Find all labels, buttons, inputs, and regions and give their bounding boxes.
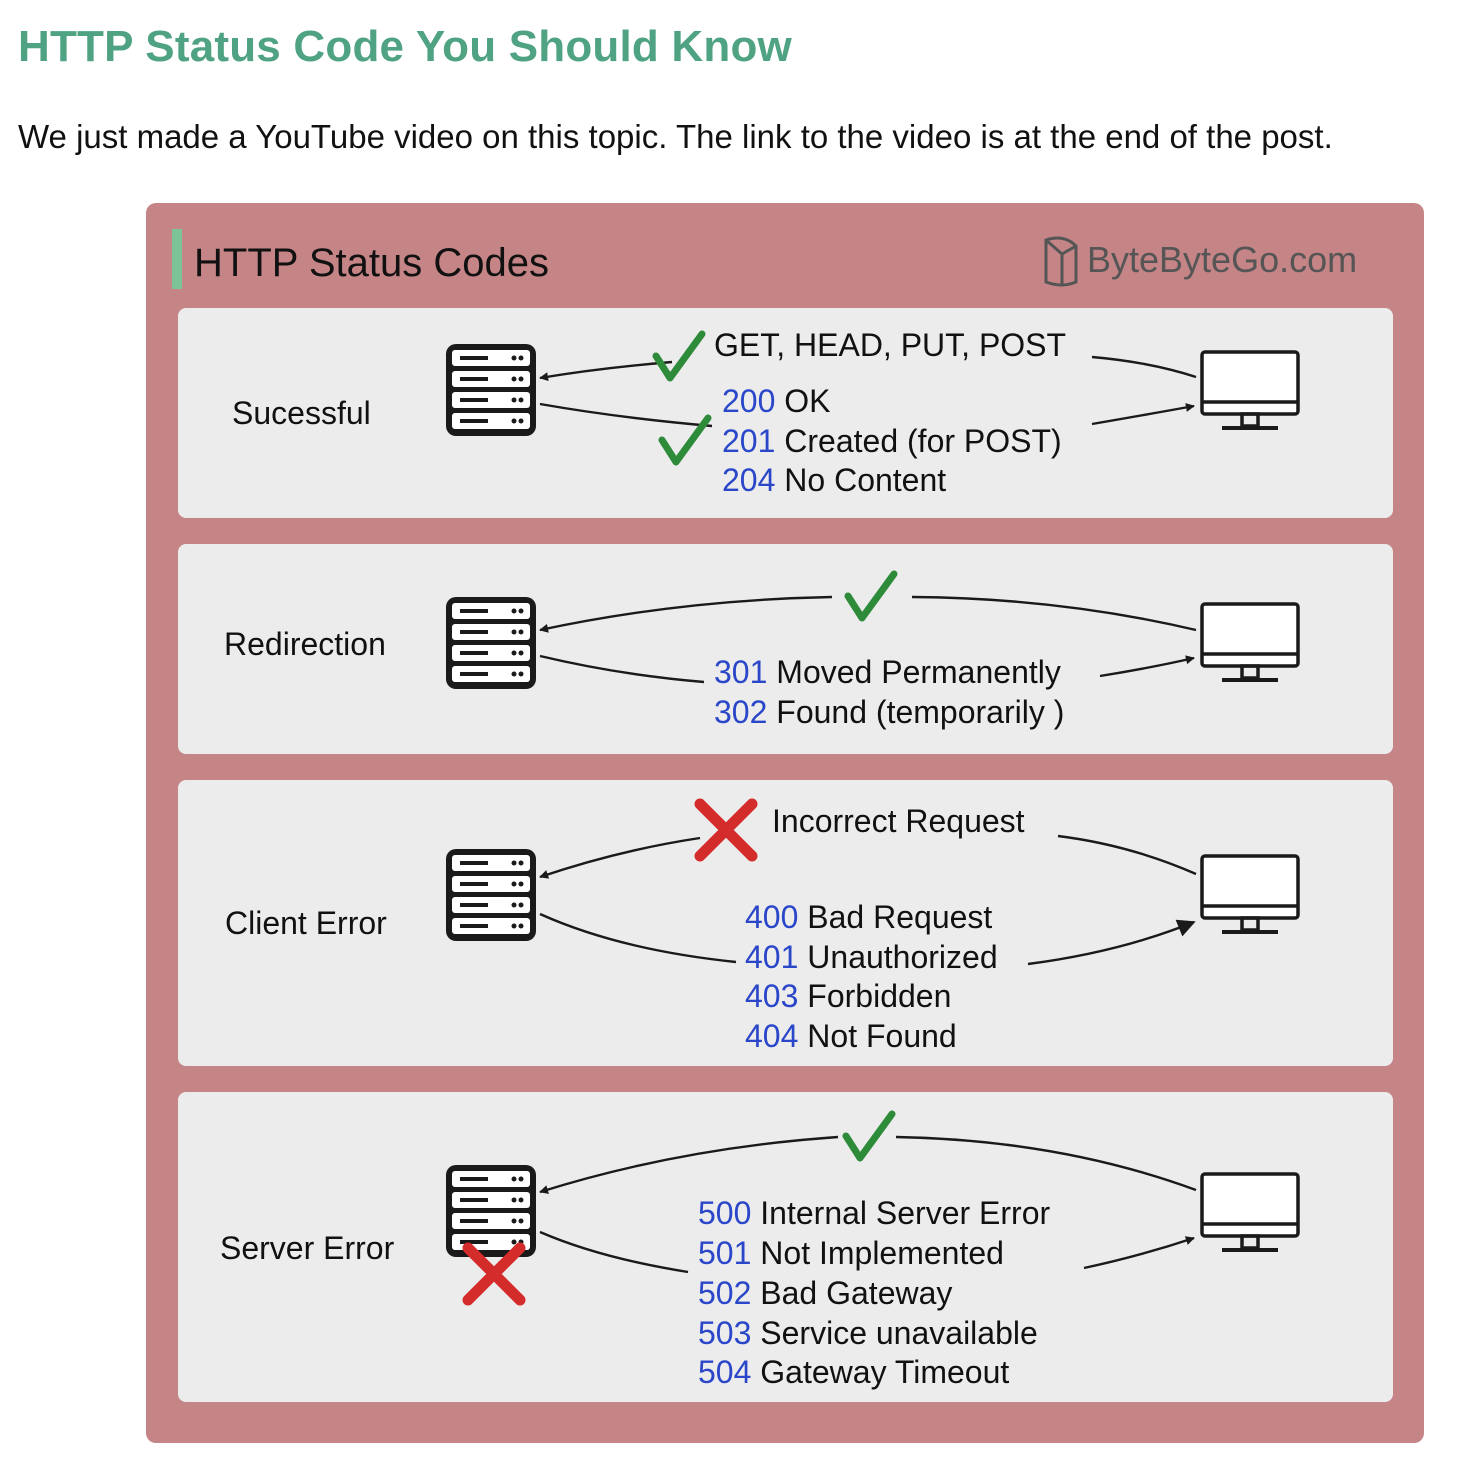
status-text: Service unavailable (760, 1315, 1038, 1351)
status-text: Bad Gateway (760, 1275, 952, 1311)
status-code: 504 (698, 1354, 751, 1390)
page-heading: HTTP Status Code You Should Know (18, 22, 792, 71)
panel-redirection (178, 544, 1393, 754)
response-line: 501 Not Implemented (698, 1235, 1004, 1271)
request-arrow-redirection-to-server (539, 595, 833, 633)
request-arrow-server-error-to-server (539, 1135, 839, 1194)
request-arrow-redirection (911, 595, 1197, 632)
category-label-successful: Sucessful (232, 395, 371, 431)
response-arrow-client-error-to-client (1027, 919, 1196, 966)
response-line: 403 Forbidden (745, 978, 951, 1014)
status-text: No Content (784, 462, 946, 498)
category-label-server-error: Server Error (220, 1230, 395, 1266)
status-text: Gateway Timeout (760, 1354, 1009, 1390)
status-code: 302 (714, 694, 767, 730)
request-arrow-server-error (895, 1135, 1197, 1192)
brand-name: ByteByteGo.com (1087, 239, 1357, 280)
response-line: 401 Unauthorized (745, 939, 998, 975)
status-code: 503 (698, 1315, 751, 1351)
status-text: Found (temporarily ) (776, 694, 1064, 730)
response-arrow-redirection (539, 654, 705, 684)
status-code: 201 (722, 423, 775, 459)
request-arrow-successful-to-server (539, 360, 673, 382)
response-line: 500 Internal Server Error (698, 1195, 1051, 1231)
title-accent-bar (172, 229, 182, 289)
status-code: 502 (698, 1275, 751, 1311)
response-arrow-redirection-to-client (1099, 655, 1195, 678)
status-code: 401 (745, 939, 798, 975)
category-label-client-error: Client Error (225, 905, 387, 941)
status-code: 501 (698, 1235, 751, 1271)
response-line: 301 Moved Permanently (714, 654, 1061, 690)
request-label-client-error: Incorrect Request (772, 803, 1025, 839)
response-arrow-successful-to-client (1091, 403, 1195, 426)
status-code: 404 (745, 1018, 798, 1054)
response-line: 200 OK (722, 383, 831, 419)
response-line: 503 Service unavailable (698, 1315, 1038, 1351)
response-arrow-server-error-to-client (1083, 1236, 1195, 1270)
category-label-redirection: Redirection (224, 626, 386, 662)
response-line: 302 Found (temporarily ) (714, 694, 1064, 730)
status-text: Unauthorized (807, 939, 997, 975)
status-code: 500 (698, 1195, 751, 1231)
status-code: 200 (722, 383, 775, 419)
status-text: Not Found (807, 1018, 956, 1054)
response-line: 201 Created (for POST) (722, 423, 1062, 459)
status-text: Moved Permanently (776, 654, 1061, 690)
response-arrow-successful (539, 402, 713, 428)
response-arrow-client-error (539, 912, 737, 964)
response-line: 204 No Content (722, 462, 946, 498)
response-line: 504 Gateway Timeout (698, 1354, 1009, 1390)
status-code: 204 (722, 462, 775, 498)
status-code: 403 (745, 978, 798, 1014)
request-arrow-successful (1091, 355, 1197, 379)
status-code: 301 (714, 654, 767, 690)
server-icon (446, 344, 536, 436)
status-text: Created (for POST) (784, 423, 1061, 459)
status-code: 400 (745, 899, 798, 935)
bytebytego-logo-icon (1044, 236, 1078, 287)
status-text: Not Implemented (760, 1235, 1004, 1271)
status-text: Internal Server Error (760, 1195, 1050, 1231)
response-line: 404 Not Found (745, 1018, 957, 1054)
request-arrow-client-error-to-server (539, 836, 701, 879)
response-arrow-server-error (539, 1230, 689, 1274)
server-icon (446, 597, 536, 689)
diagram-title: HTTP Status Codes (194, 241, 549, 285)
response-line: 502 Bad Gateway (698, 1275, 952, 1311)
request-label-successful: GET, HEAD, PUT, POST (714, 327, 1066, 363)
response-line: 400 Bad Request (745, 899, 992, 935)
status-text: Bad Request (807, 899, 992, 935)
request-arrow-client-error (1057, 834, 1197, 876)
status-text: OK (784, 383, 830, 419)
server-icon (446, 849, 536, 941)
intro-text: We just made a YouTube video on this top… (18, 118, 1333, 155)
status-text: Forbidden (807, 978, 951, 1014)
